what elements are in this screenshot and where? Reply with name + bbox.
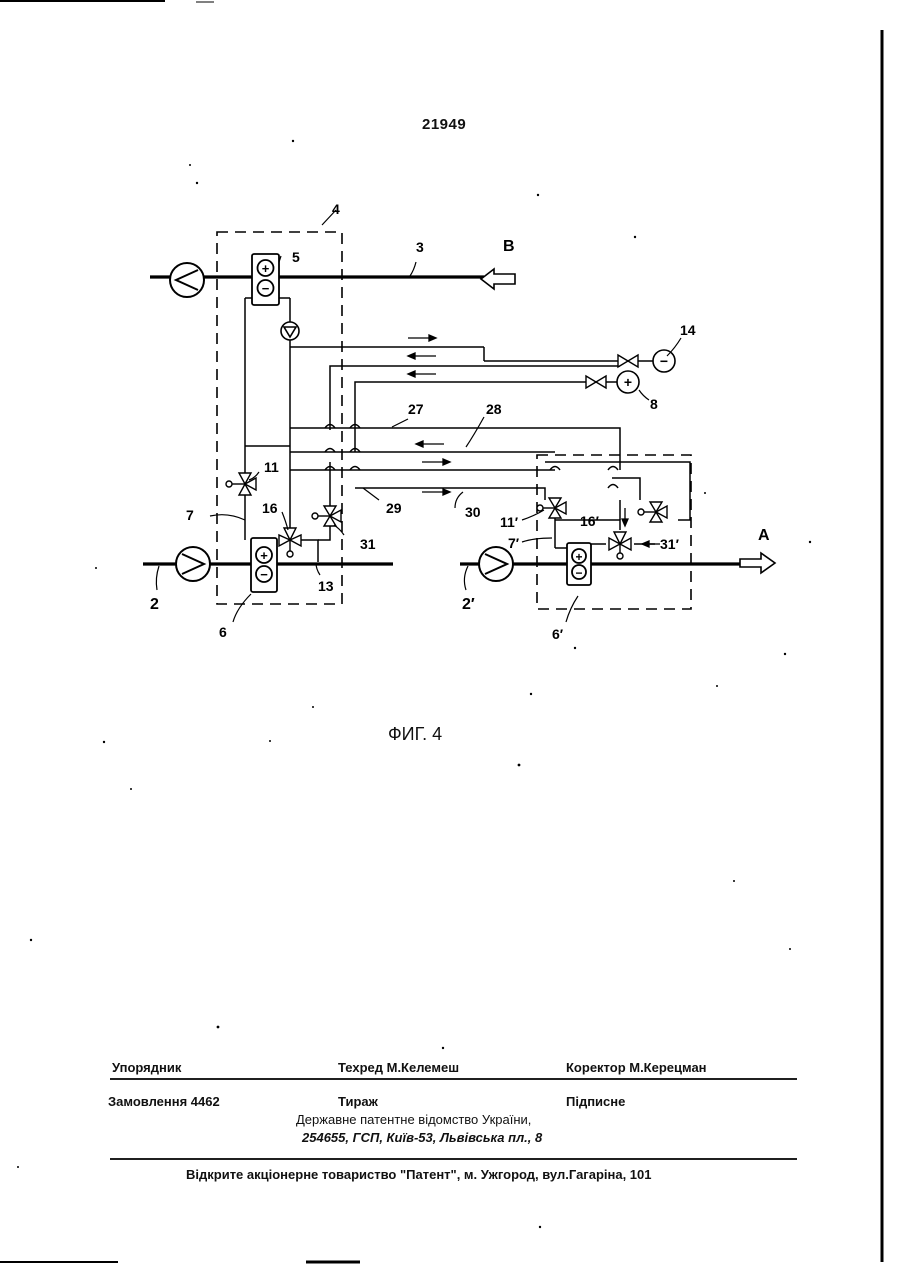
plus-sign: +	[624, 374, 632, 390]
minus-sign: −	[262, 281, 270, 296]
three-way-valve-11-prime	[537, 498, 566, 518]
three-way-valve-16	[279, 528, 301, 557]
imprint-corrector: Коректор М.Керецман	[566, 1060, 707, 1075]
label-29: 29	[386, 500, 402, 516]
minus-sign: −	[575, 566, 582, 580]
label-11: 11	[264, 459, 279, 475]
label-13: 13	[318, 578, 334, 594]
label-7-prime: 7′	[508, 535, 520, 551]
plus-sign: +	[262, 261, 270, 276]
label-31: 31	[360, 536, 376, 552]
three-way-valve-31	[312, 506, 341, 526]
label-a: A	[758, 527, 770, 544]
imprint-tech-editor: Техред М.Келемеш	[338, 1060, 459, 1075]
outlet-arrow-a	[740, 553, 775, 573]
fan-icon	[170, 263, 204, 297]
label-7: 7	[186, 507, 194, 523]
fan-icon	[479, 547, 513, 581]
minus-sign: −	[260, 567, 268, 582]
three-way-valve-31-prime	[638, 502, 667, 522]
label-28: 28	[486, 401, 502, 417]
label-6: 6	[219, 624, 227, 640]
pipe-crossovers	[325, 425, 618, 489]
label-3: 3	[416, 239, 424, 255]
label-30: 30	[465, 504, 481, 520]
three-way-valve-11	[226, 473, 256, 495]
label-8: 8	[650, 396, 658, 412]
plus-sign: +	[260, 548, 268, 563]
valve-icon	[586, 376, 606, 388]
imprint-publisher: Відкрите акціонерне товариство "Патент",…	[186, 1167, 652, 1182]
imprint-compiler: Упорядник	[112, 1060, 181, 1075]
label-14: 14	[680, 322, 696, 338]
label-11-prime: 11′	[500, 514, 519, 530]
valve-icon	[618, 355, 638, 367]
figure-caption: ФИГ. 4	[388, 724, 442, 745]
imprint-circulation: Тираж	[338, 1094, 378, 1109]
fan-icon	[176, 547, 210, 581]
label-5: 5	[292, 249, 300, 265]
inlet-arrow-b	[481, 269, 515, 289]
label-b: B	[503, 238, 515, 255]
label-16: 16	[262, 500, 278, 516]
label-2: 2	[150, 596, 159, 613]
imprint-order: Замовлення 4462	[108, 1094, 220, 1109]
imprint-subscription: Підписне	[566, 1094, 625, 1109]
label-16-prime: 16′	[580, 513, 600, 529]
plus-sign: +	[575, 550, 582, 564]
label-4: 4	[332, 201, 340, 217]
imprint-office-line1: Державне патентне відомство України,	[296, 1112, 531, 1127]
label-31-prime: 31′	[660, 536, 680, 552]
label-2-prime: 2′	[462, 596, 475, 613]
heat-exchanger-6	[251, 538, 277, 592]
three-way-valve-16-prime	[609, 532, 631, 559]
pump-icon	[281, 322, 299, 340]
label-27: 27	[408, 401, 424, 417]
imprint-office-line2: 254655, ГСП, Київ-53, Львівська пл., 8	[302, 1130, 542, 1145]
label-6-prime: 6′	[552, 626, 564, 642]
